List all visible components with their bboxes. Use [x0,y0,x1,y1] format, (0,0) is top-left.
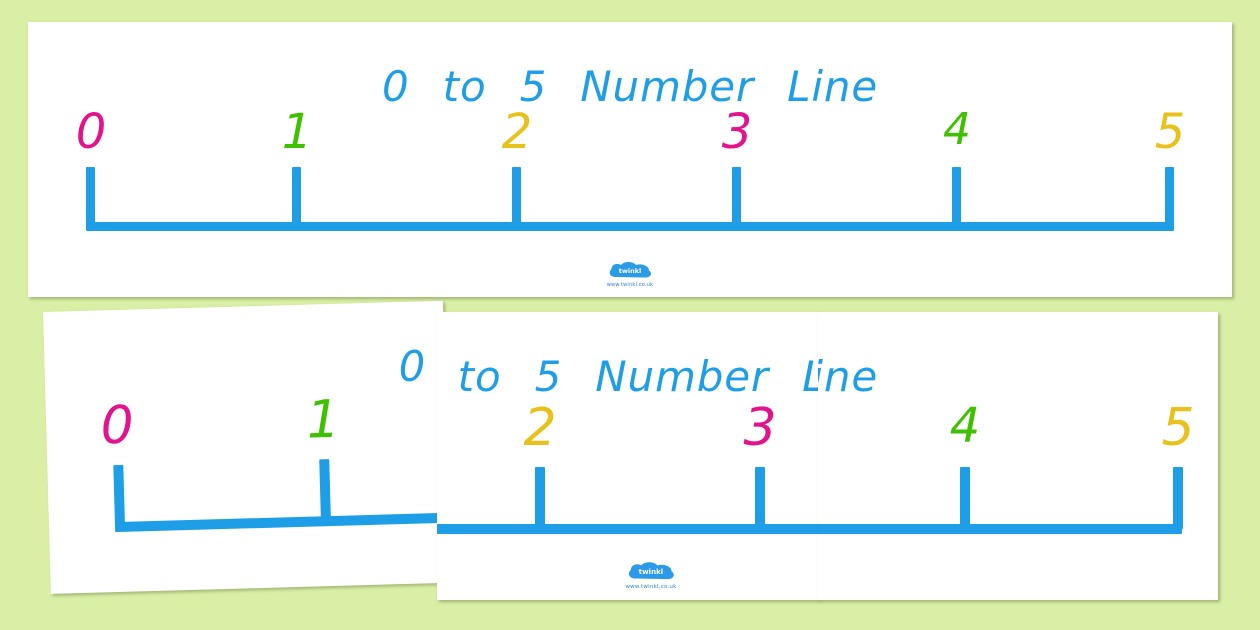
twinkl-url: www.twinkl.co.uk [625,584,677,590]
number-label-5: 5 [1154,104,1186,160]
number-label-2: 2 [501,104,533,160]
tick-2 [512,167,521,227]
twinkl-url: www.twinkl.co.uk [606,282,654,288]
tick-2 [535,467,545,529]
title-word-to: to [457,352,502,401]
tick-4 [952,167,961,227]
number-label-1: 1 [281,104,313,160]
tick-5 [1173,467,1183,529]
svg-text:twinkl: twinkl [639,567,663,576]
number-line-axis [818,524,1182,534]
number-line-axis [114,491,451,533]
title-word-to: to [442,62,487,111]
tick-5 [1165,167,1174,227]
poster-title: 0 to 5 Number Line [28,62,1232,111]
full-poster-preview[interactable]: 0 to 5 Number Line 0 1 2 3 4 5 [28,22,1232,297]
number-label-5: 5 [1161,398,1195,458]
number-line-artwork: 0 to 5 Number Line 0 1 2 3 4 5 [28,22,1232,297]
number-label-4: 4 [949,398,981,454]
twinkl-cloud-icon: twinkl [628,562,674,580]
poster-title-slice-1: 0 to 5 Number Line [44,318,451,401]
number-label-2: 2 [523,398,557,458]
tick-1 [292,167,301,227]
title-word-line: Line [787,62,878,111]
title-word-0: 0 [381,62,410,111]
title-word-line: Line [818,352,878,401]
number-label-3: 3 [721,104,753,160]
tick-0 [113,464,126,528]
title-word-5: 5 [534,352,563,401]
twinkl-cloud-icon: twinkl [609,262,651,278]
poster-title-slice-2: 0 to 5 Number Line [437,352,819,401]
number-label-3: 3 [743,398,777,458]
twinkl-logo[interactable]: twinkl www.twinkl.co.uk [589,562,713,590]
number-label-0: 0 [99,395,135,457]
number-line-axis [86,222,1174,231]
title-word-0: 0 [397,341,427,392]
tick-0 [86,167,95,227]
title-word-number: Number [595,352,770,401]
title-word-number: Number [580,62,755,111]
number-line-artwork-slice-2: 0 to 5 Number Line 0 1 2 3 4 5 twin [437,312,819,600]
svg-text:twinkl: twinkl [619,267,642,275]
poster-title-slice-3: 0 to 5 Number Line [818,352,1218,401]
title-word-5: 5 [519,62,548,111]
number-line-artwork-slice-1: 0 to 5 Number Line 0 1 2 3 4 5 twin [43,301,451,594]
number-label-4: 4 [943,104,971,155]
number-label-1: 1 [305,389,341,451]
number-label-0: 0 [75,104,107,160]
printed-page-3[interactable]: 0 to 5 Number Line 0 1 2 3 4 5 twin [818,312,1218,600]
number-line-artwork-slice-3: 0 to 5 Number Line 0 1 2 3 4 5 twin [818,312,1218,600]
tick-3 [732,167,741,227]
tick-4 [960,467,970,529]
number-line-axis [437,524,819,534]
tick-3 [755,467,765,529]
printed-page-2[interactable]: 0 to 5 Number Line 0 1 2 3 4 5 twin [437,312,819,600]
printed-page-1[interactable]: 0 to 5 Number Line 0 1 2 3 4 5 twin [43,300,451,594]
tick-1 [319,459,331,522]
title-word-line: Line [802,352,819,401]
twinkl-logo[interactable]: twinkl www.twinkl.co.uk [570,262,690,288]
